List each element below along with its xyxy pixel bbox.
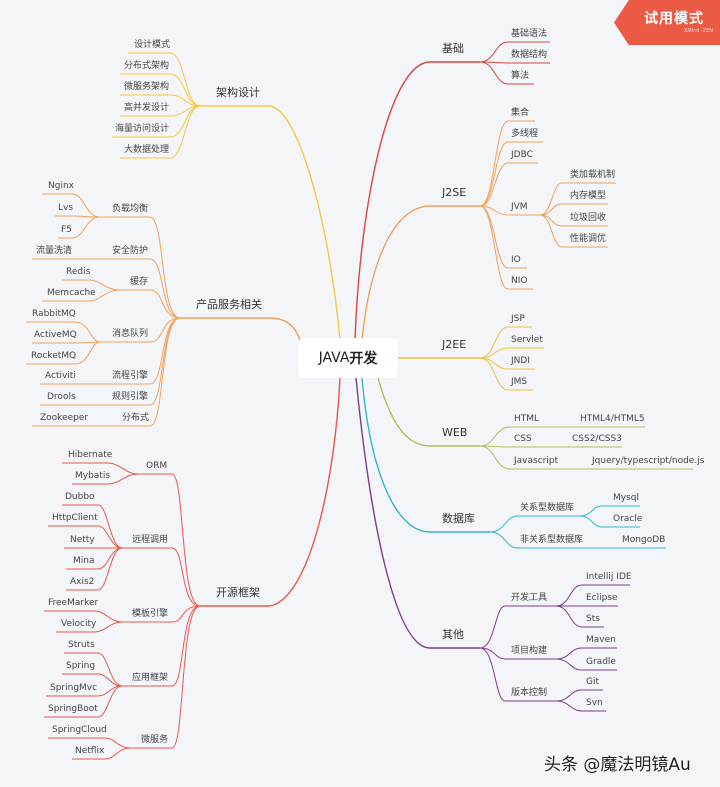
subtopic[interactable]: 开发工具 <box>511 593 548 603</box>
leaf[interactable]: F5 <box>61 225 72 235</box>
leaf[interactable]: 类加载机制 <box>570 170 616 180</box>
leaf[interactable]: Jquery/typescript/node.js <box>592 456 705 466</box>
leaf[interactable]: HTML4/HTML5 <box>580 414 645 424</box>
subtopic[interactable]: CSS <box>514 434 532 444</box>
root-topic-latin: JAVA <box>318 350 350 366</box>
topic-j2se[interactable]: J2SE <box>442 186 467 199</box>
trial-mode-badge[interactable]: 试用模式 XMind ·ZEN <box>614 0 720 45</box>
subtopic[interactable]: 多线程 <box>511 129 539 139</box>
subtopic[interactable]: HTML <box>514 414 540 424</box>
leaf[interactable]: Drools <box>47 392 76 402</box>
subtopic[interactable]: 基础语法 <box>511 29 548 39</box>
xmind-brand: XMind ·ZEN <box>684 28 713 34</box>
subtopic[interactable]: JDBC <box>511 150 533 160</box>
subtopic[interactable]: Servlet <box>511 335 543 345</box>
subtopic[interactable]: 模板引擎 <box>132 609 169 619</box>
leaf[interactable]: FreeMarker <box>48 598 99 608</box>
subtopic[interactable]: 海量访问设计 <box>115 124 170 134</box>
leaf[interactable]: 性能调优 <box>570 234 607 244</box>
leaf[interactable]: Mysql <box>613 493 639 503</box>
subtopic[interactable]: ORM <box>146 461 168 471</box>
subtopic[interactable]: 大数据处理 <box>124 145 170 155</box>
leaf[interactable]: Dubbo <box>65 492 95 502</box>
subtopic[interactable]: 设计模式 <box>134 40 171 50</box>
subtopic[interactable]: 数据结构 <box>511 50 548 60</box>
subtopic[interactable]: 远程调用 <box>132 535 169 545</box>
leaf[interactable]: Maven <box>586 635 616 645</box>
leaf[interactable]: Eclipse <box>586 593 618 603</box>
subtopic[interactable]: IO <box>511 255 521 265</box>
topic-other[interactable]: 其他 <box>442 628 464 641</box>
subtopic[interactable]: 集合 <box>511 108 530 118</box>
subtopic[interactable]: 消息队列 <box>112 329 149 339</box>
leaf[interactable]: RocketMQ <box>31 351 77 361</box>
leaf[interactable]: Struts <box>68 640 95 650</box>
leaf[interactable]: Gradle <box>586 657 616 667</box>
topic-architecture[interactable]: 架构设计 <box>216 86 260 99</box>
leaf[interactable]: Netty <box>70 535 95 545</box>
subtopic[interactable]: 缓存 <box>130 277 149 287</box>
leaf[interactable]: Velocity <box>61 619 97 629</box>
leaf[interactable]: ActiveMQ <box>34 330 77 340</box>
subtopic[interactable]: 算法 <box>511 71 530 81</box>
leaf[interactable]: MongoDB <box>622 535 666 545</box>
topic-basics[interactable]: 基础 <box>442 42 464 55</box>
leaf[interactable]: Memcache <box>47 288 96 298</box>
subtopic[interactable]: 非关系型数据库 <box>520 535 584 545</box>
leaf[interactable]: 流量洗清 <box>36 246 73 256</box>
subtopic[interactable]: 项目构建 <box>511 646 548 656</box>
trial-mode-title: 试用模式 <box>644 11 704 27</box>
subtopic[interactable]: 关系型数据库 <box>520 503 575 513</box>
leaf[interactable]: 垃圾回收 <box>570 213 607 223</box>
subtopic[interactable]: 微服务 <box>141 735 169 745</box>
subtopic[interactable]: JMS <box>511 377 528 387</box>
leaf[interactable]: HttpClient <box>52 513 98 523</box>
subtopic[interactable]: 微服务架构 <box>124 82 170 92</box>
subtopic[interactable]: Javascript <box>514 456 559 466</box>
leaf[interactable]: Netflix <box>75 746 105 756</box>
subtopic[interactable]: 分布式 <box>122 413 150 423</box>
leaf[interactable]: Nginx <box>48 181 74 191</box>
subtopic[interactable]: 高并发设计 <box>124 103 170 113</box>
topic-database[interactable]: 数据库 <box>442 512 475 525</box>
subtopic[interactable]: NIO <box>511 276 528 286</box>
leaf[interactable]: Lvs <box>58 203 74 213</box>
subtopic[interactable]: 版本控制 <box>511 688 548 698</box>
subtopic[interactable]: 分布式架构 <box>124 61 170 71</box>
watermark: 头条 @魔法明镜Au <box>544 755 691 775</box>
subtopic[interactable]: 流程引擎 <box>112 371 149 381</box>
topic-web[interactable]: WEB <box>442 426 468 439</box>
leaf[interactable]: SpringBoot <box>48 704 98 714</box>
leaf[interactable]: CSS2/CSS3 <box>572 434 622 444</box>
subtopic[interactable]: 负载均衡 <box>112 204 149 214</box>
topic-open-source[interactable]: 开源框架 <box>216 586 260 599</box>
topic-product-services[interactable]: 产品服务相关 <box>196 298 262 311</box>
leaf[interactable]: RabbitMQ <box>32 309 76 319</box>
subtopic[interactable]: JNDI <box>511 356 530 366</box>
subtopic[interactable]: JSP <box>511 314 525 324</box>
topic-j2ee[interactable]: J2EE <box>442 338 467 351</box>
leaf[interactable]: Redis <box>66 267 91 277</box>
leaf[interactable]: Mybatis <box>75 471 111 481</box>
leaf[interactable]: Axis2 <box>70 577 95 587</box>
leaf[interactable]: 内存模型 <box>570 191 607 201</box>
subtopic[interactable]: 安全防护 <box>112 246 149 256</box>
leaf[interactable]: Svn <box>586 698 603 708</box>
leaf[interactable]: Git <box>586 677 600 687</box>
leaf[interactable]: Spring <box>66 661 96 671</box>
subtopic-jvm[interactable]: JVM <box>511 202 528 212</box>
leaf[interactable]: Zookeeper <box>40 413 89 423</box>
leaf[interactable]: Activiti <box>45 371 76 381</box>
leaf[interactable]: SpringCloud <box>52 725 107 735</box>
subtopic[interactable]: 规则引擎 <box>112 392 149 402</box>
leaf[interactable]: Oracle <box>613 514 643 524</box>
leaf[interactable]: Sts <box>586 614 600 624</box>
leaf[interactable]: Intellij IDE <box>586 572 632 582</box>
root-topic-cjk: 开发 <box>349 351 378 367</box>
leaf[interactable]: SpringMvc <box>50 683 98 693</box>
leaf[interactable]: Hibernate <box>68 450 113 460</box>
subtopic[interactable]: 应用框架 <box>132 673 169 683</box>
leaf[interactable]: Mina <box>73 556 95 566</box>
